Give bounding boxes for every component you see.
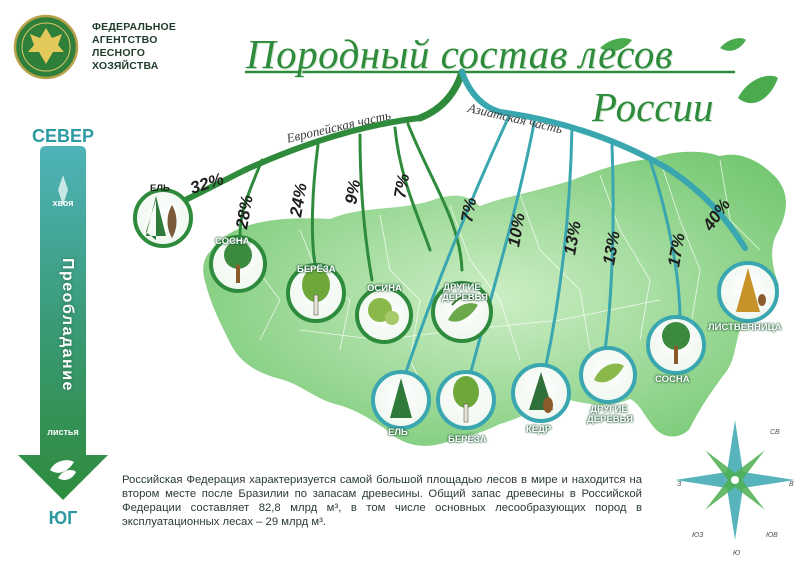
pine-icon: [662, 322, 690, 350]
dominance-label: Преобладание: [59, 258, 76, 392]
compass-label-ne: СВ: [770, 429, 780, 436]
leaf-icon: [738, 75, 778, 104]
label-sosna-europe: СОСНА: [215, 236, 250, 247]
eagle-icon: [28, 28, 64, 64]
leaves-label: листья: [47, 427, 79, 437]
south-label: ЮГ: [48, 508, 78, 528]
percent-other-europe: 7%: [390, 172, 414, 200]
circle-osina-europe: [355, 286, 413, 344]
agency-line: ФЕДЕРАЛЬНОЕ: [92, 21, 177, 33]
europe-branch: [172, 115, 423, 208]
agency-emblem: [13, 14, 79, 80]
agency-line: ХОЗЯЙСТВА: [92, 60, 159, 72]
label-el-europe: ЕЛЬ: [150, 183, 170, 194]
compass-label-e: В: [789, 481, 794, 488]
label-bereza-europe: БЕРЁЗА: [297, 264, 336, 275]
circle-bereza-asia: [436, 370, 496, 430]
compass-label-se: ЮВ: [766, 532, 778, 539]
circle-other-asia: [579, 346, 637, 404]
spruce-icon: [146, 196, 166, 240]
leaf-icon: [600, 38, 632, 52]
description-text: Российская Федерация характеризуется сам…: [122, 474, 642, 528]
birch-icon: [302, 268, 330, 302]
leaf-icon: [50, 460, 74, 473]
percent-other-asia: 7%: [457, 196, 481, 224]
label-other-asia: ДРУГИЕ ДЕРЕВЬЯ: [587, 404, 633, 425]
label-kedr-asia: КЕДР: [526, 424, 552, 435]
circle-bereza-europe: [286, 263, 346, 323]
north-south-arrow: [18, 146, 108, 500]
circle-other-europe: [431, 281, 493, 343]
compass-label-s: Ю: [733, 550, 741, 557]
label-sosna-asia: СОСНА: [655, 374, 690, 385]
conifer-label: хвоя: [52, 198, 74, 208]
birch-icon: [453, 376, 479, 408]
spruce-icon: [390, 378, 412, 418]
tree-trunk: [416, 68, 466, 122]
circle-kedr-asia: [511, 363, 571, 423]
pine-icon: [224, 241, 252, 269]
leaf-icon: [720, 38, 746, 51]
page-title: Породный состав лесов: [246, 31, 674, 77]
label-other-europe: ДРУГИЕ ДЕРЕВЬЯ: [442, 282, 488, 303]
snowflake-icon: [58, 175, 68, 205]
agency-name: ФЕДЕРАЛЬНОЕ АГЕНТСТВО ЛЕСНОГО ХОЗЯЙСТВА: [92, 21, 176, 73]
europe-branch-lines: [238, 122, 464, 282]
circle-listvennitsa-asia: [717, 261, 779, 323]
percent-osina-europe: 9%: [341, 178, 365, 206]
leaves-icon: [448, 303, 478, 322]
russia-map: [201, 149, 788, 448]
circle-sosna-asia: [646, 315, 706, 375]
circle-el-europe: [133, 188, 193, 248]
larch-icon: [736, 268, 760, 312]
compass-label-w: З: [677, 481, 682, 488]
agency-line: АГЕНТСТВО: [92, 34, 158, 46]
cone-icon: [167, 205, 177, 238]
compass-label-sw: ЮЗ: [692, 532, 704, 539]
agency-line: ЛЕСНОГО: [92, 47, 146, 59]
asia-branch: [497, 109, 748, 251]
leaves-icon: [594, 363, 624, 383]
label-el-asia: ЕЛЬ: [388, 427, 408, 438]
asia-branch-lines: [403, 112, 682, 377]
label-listvennitsa-asia: ЛИСТВЕННИЦА: [708, 322, 782, 333]
circle-el-asia: [371, 370, 431, 430]
page-title-line2: России: [592, 84, 714, 130]
label-bereza-asia: БЕРЁЗА: [448, 434, 487, 445]
label-osina-europe: ОСИНА: [367, 283, 402, 294]
north-label: СЕВЕР: [31, 126, 94, 146]
circle-sosna-europe: [209, 235, 267, 293]
compass-rose: [675, 420, 795, 540]
